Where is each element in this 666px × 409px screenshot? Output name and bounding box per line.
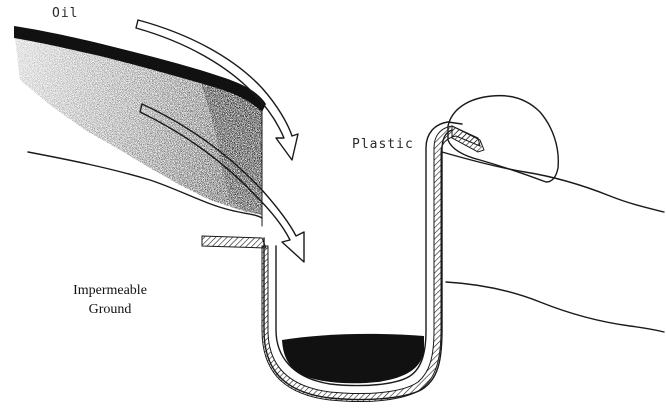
ground-label: Ground	[89, 302, 132, 317]
plastic-label: Plastic	[352, 137, 414, 152]
impermeable-label: Impermeable	[73, 283, 147, 298]
right-ground-line	[442, 152, 664, 212]
right-ground-lower-line	[446, 282, 664, 332]
oil-label: Oil	[52, 6, 78, 21]
